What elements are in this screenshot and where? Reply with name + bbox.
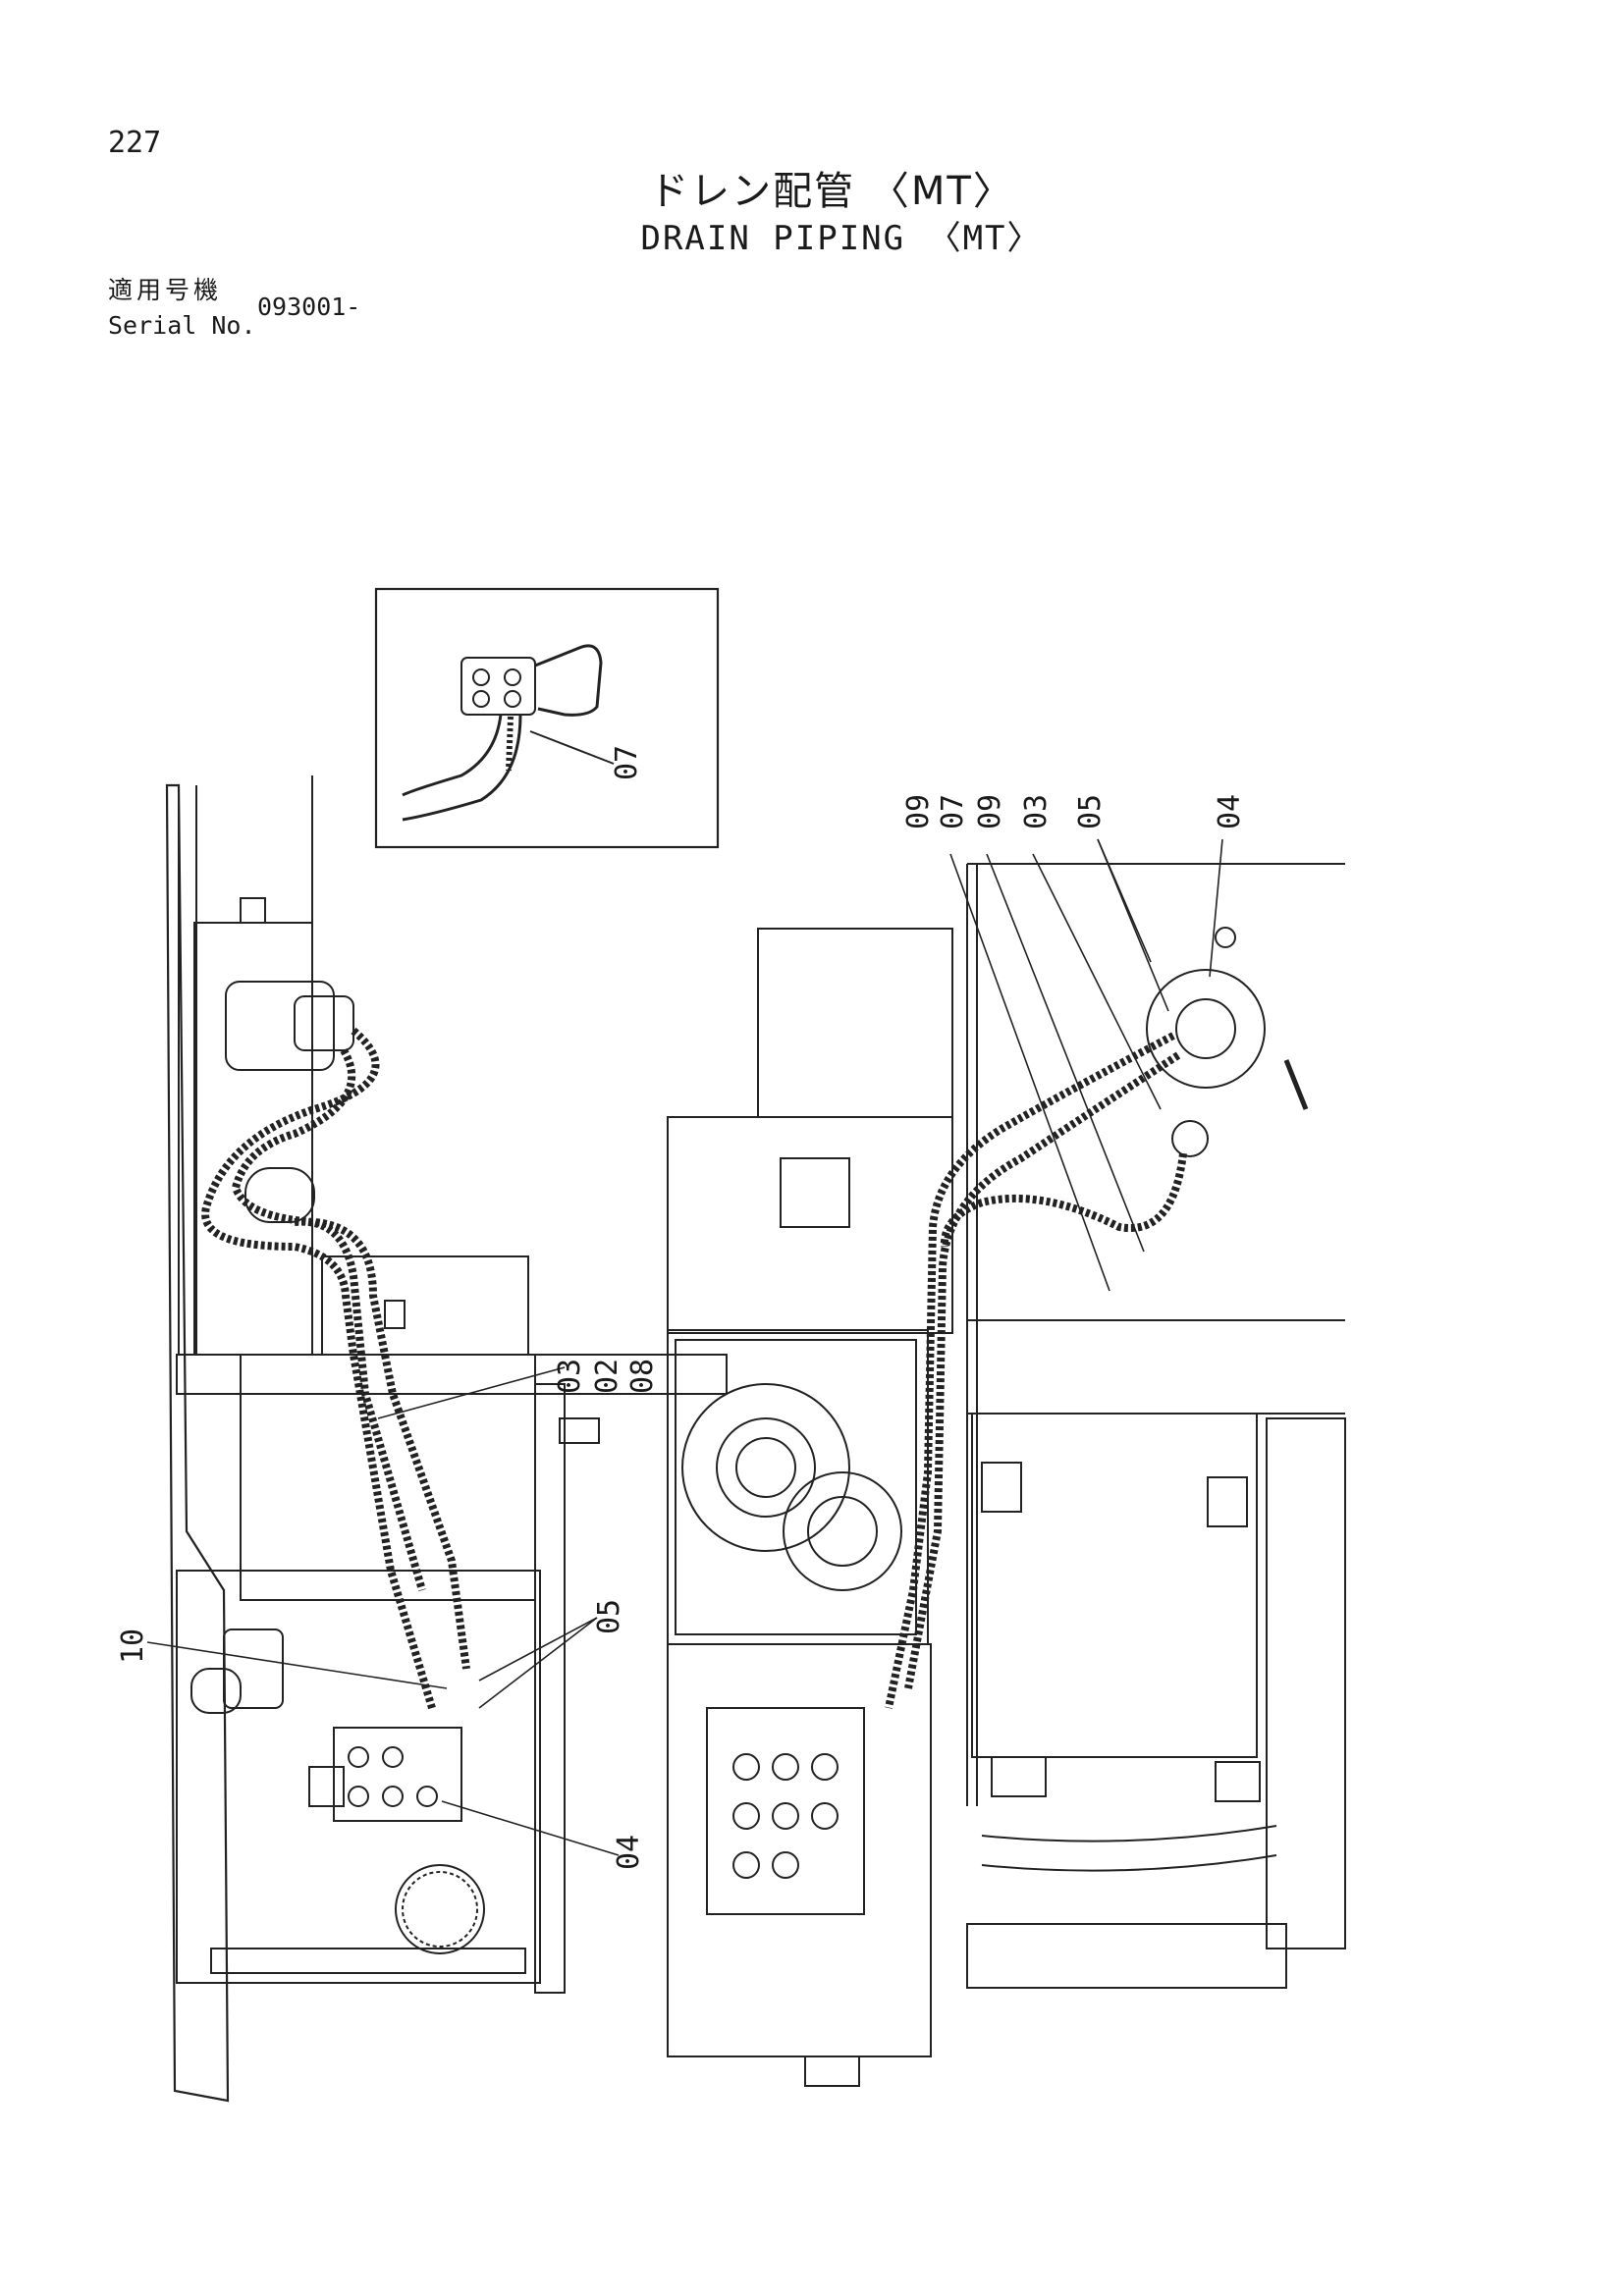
callout-09-a: 09: [901, 794, 936, 829]
callout-04-top: 04: [1213, 794, 1247, 829]
callout-02-mid: 02: [590, 1359, 624, 1394]
right-frame-assembly: [966, 863, 1346, 1989]
callout-05-top: 05: [1073, 794, 1108, 829]
callout-10: 10: [116, 1629, 150, 1664]
page-number: 227: [108, 126, 162, 160]
callout-04-bottom: 04: [612, 1835, 646, 1870]
serial-label-english: Serial No.: [108, 311, 256, 340]
callout-07-inset: 07: [610, 745, 644, 780]
middle-drain-hoses: [885, 1032, 1187, 1709]
left-drain-hoses: [201, 1027, 470, 1710]
page-title-english: DRAIN PIPING 〈MT〉: [640, 219, 1043, 258]
left-frame-assembly: [165, 775, 728, 2103]
callout-08-mid: 08: [625, 1359, 660, 1394]
serial-label: 適用号機 Serial No.: [108, 273, 256, 344]
callout-07: 07: [936, 794, 970, 829]
leader-lines: [146, 838, 1223, 1856]
inset-detail: [374, 587, 720, 849]
middle-assembly: [667, 928, 953, 2087]
callout-05-bottom: 05: [592, 1599, 626, 1634]
serial-label-japanese: 適用号機: [108, 276, 223, 304]
serial-number-value: 093001-: [257, 293, 361, 321]
callout-09-b: 09: [973, 794, 1007, 829]
callout-03-top: 03: [1019, 794, 1054, 829]
page-title-japanese: ドレン配管 〈MT〉: [649, 169, 1014, 214]
callout-03-mid: 03: [553, 1359, 587, 1394]
